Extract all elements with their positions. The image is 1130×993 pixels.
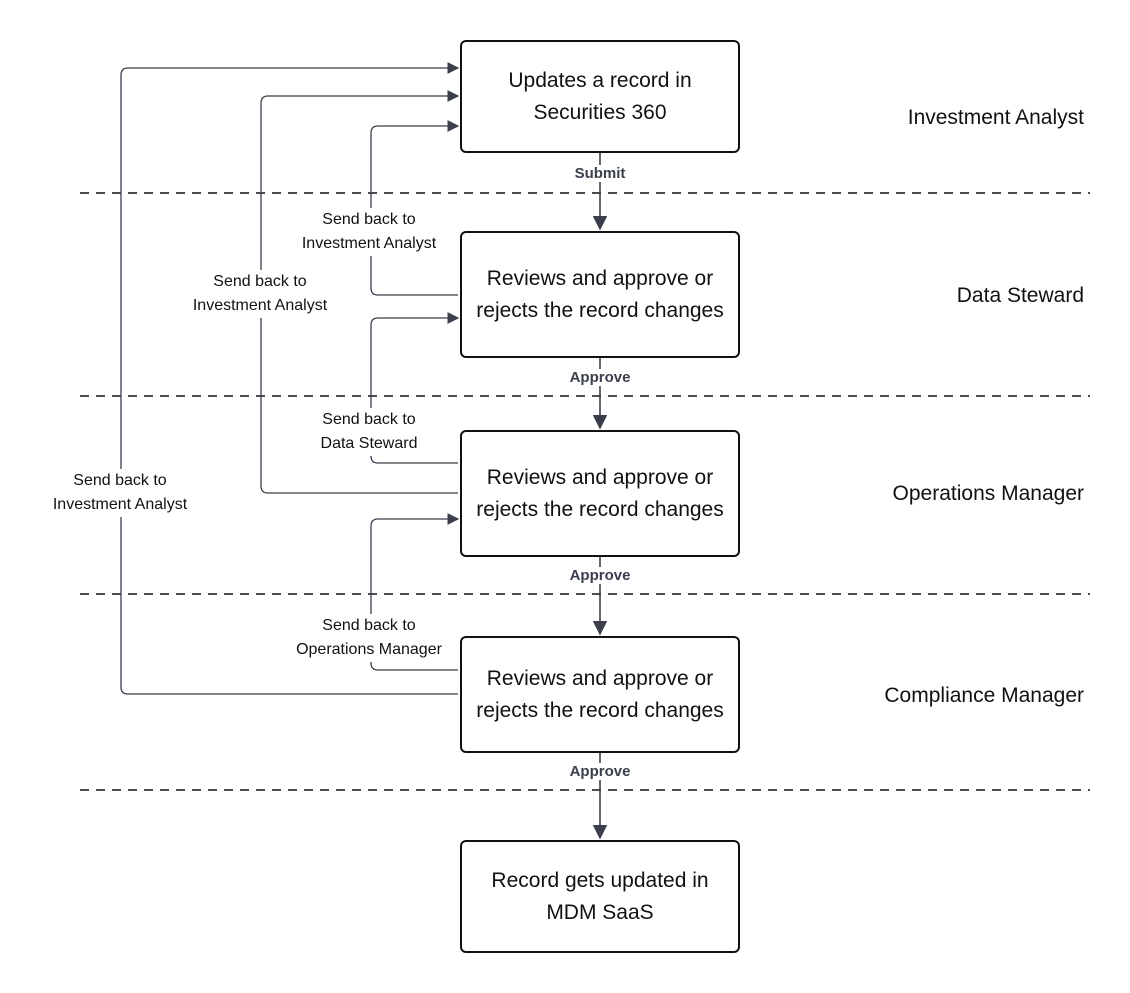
node-operations-review-label: Reviews and approve or rejects the recor… [476, 465, 724, 521]
edge-label-approve: Approve [567, 369, 633, 386]
node-update-record: Updates a record in Securities 360 [460, 40, 740, 153]
lane-label-data-steward: Data Steward [956, 284, 1084, 307]
edge-label-approve: Approve [567, 567, 633, 584]
lane-label-operations-manager: Operations Manager [892, 482, 1084, 505]
node-record-updated-label: Record gets updated in MDM SaaS [491, 868, 709, 924]
send-back-label-compliance-to-operations: Send back to Operations Manager [296, 614, 442, 662]
send-back-operations-to-steward [370, 312, 460, 464]
edge-label-approve: Approve [567, 763, 633, 780]
node-steward-review: Reviews and approve or rejects the recor… [460, 231, 740, 358]
lane-label-compliance-manager: Compliance Manager [884, 684, 1084, 707]
send-back-compliance-to-analyst [120, 62, 460, 695]
send-back-label-operations-to-analyst: Send back to Investment Analyst [192, 270, 328, 318]
edge-label-submit: Submit [572, 165, 628, 182]
send-back-label-operations-to-steward: Send back to Data Steward [320, 408, 418, 456]
send-back-compliance-to-operations [370, 513, 460, 671]
node-update-record-label: Updates a record in Securities 360 [508, 68, 692, 124]
send-back-label-steward-to-analyst: Send back to Investment Analyst [301, 208, 437, 256]
send-back-label-compliance-to-analyst: Send back to Investment Analyst [52, 469, 188, 517]
node-compliance-review: Reviews and approve or rejects the recor… [460, 636, 740, 753]
node-operations-review: Reviews and approve or rejects the recor… [460, 430, 740, 557]
node-record-updated: Record gets updated in MDM SaaS [460, 840, 740, 953]
node-compliance-review-label: Reviews and approve or rejects the recor… [476, 666, 724, 722]
node-steward-review-label: Reviews and approve or rejects the recor… [476, 266, 724, 322]
lane-label-investment-analyst: Investment Analyst [907, 106, 1084, 129]
